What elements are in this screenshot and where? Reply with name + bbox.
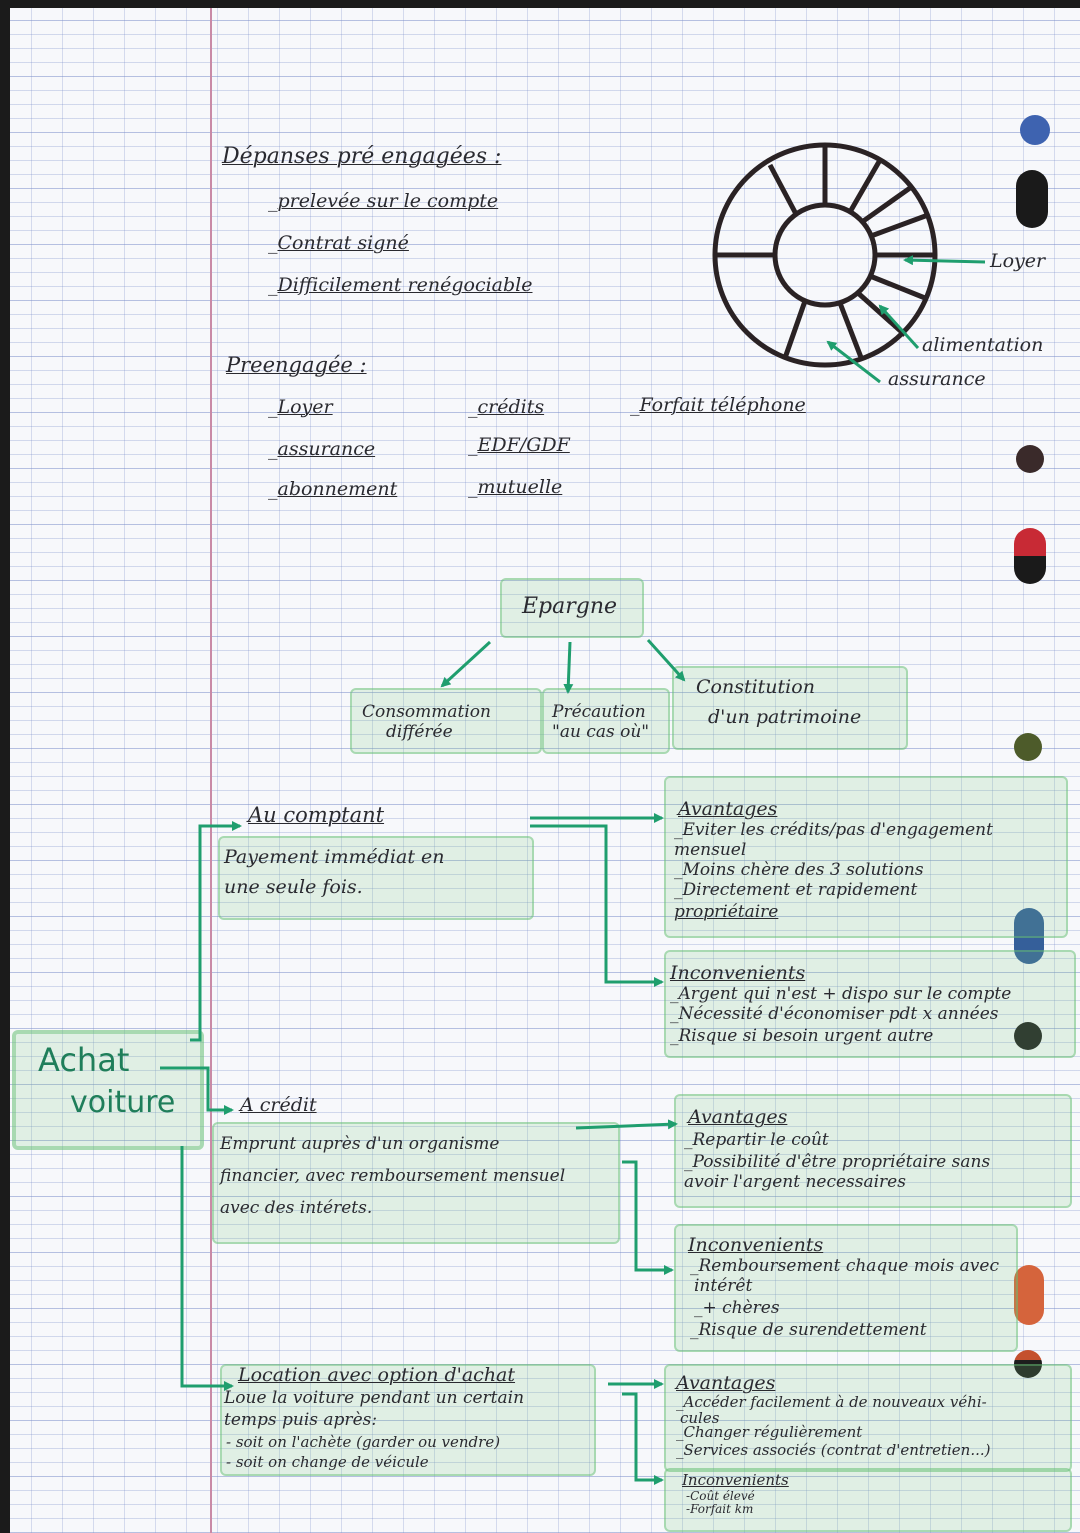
comptant-desc-1: Payement immédiat en (224, 846, 445, 868)
consommation-line2: différée (386, 722, 453, 742)
credit-av-1: _Repartir le coût (684, 1130, 829, 1150)
depenses-item-2: _Contrat signé (268, 232, 409, 254)
comptant-inc-1: _Argent qui n'est + dispo sur le compte (670, 984, 1012, 1004)
comptant-inc-3: _Risque si besoin urgent autre (670, 1026, 934, 1046)
location-av-3: _Changer régulièrement (676, 1423, 863, 1441)
comptant-desc-2: une seule fois. (224, 876, 363, 898)
comptant-av-3: _Moins chère des 3 solutions (674, 860, 924, 880)
comptant-av-4: _Directement et rapidement (674, 880, 918, 900)
location-av-4: _Services associés (contrat d'entretien.… (676, 1441, 991, 1459)
location-av-1: _Accéder facilement à de nouveaux véhi- (676, 1393, 987, 1411)
preengagee-mutuelle: _mutuelle (468, 476, 563, 498)
location-av-2: cules (680, 1409, 720, 1427)
comptant-inconvenients-box (664, 950, 1076, 1058)
binder-hole-blue (1020, 115, 1050, 145)
credit-desc-2: financier, avec remboursement mensuel (220, 1166, 566, 1186)
preengagee-credits: _crédits (468, 396, 545, 418)
comptant-av-2: mensuel (674, 840, 747, 860)
location-desc-1: Loue la voiture pendant un certain (224, 1388, 525, 1408)
wheel-label-loyer: Loyer (990, 250, 1046, 272)
credit-av-2: _Possibilité d'être propriétaire sans (684, 1152, 991, 1172)
location-inconvenients-box (664, 1468, 1072, 1532)
binder-tab-black (1016, 170, 1048, 228)
comptant-av-5: propriétaire (674, 902, 779, 922)
credit-av-3: avoir l'argent necessaires (684, 1172, 906, 1192)
location-desc-2: temps puis après: (224, 1410, 378, 1430)
preengagee-edf: _EDF/GDF (468, 434, 570, 456)
credit-inc-1: _Remboursement chaque mois avec (690, 1256, 999, 1276)
comptant-desc-box (218, 836, 534, 920)
achat-root-line2: voiture (70, 1085, 176, 1120)
location-desc-4: - soit on change de véicule (226, 1453, 429, 1471)
consommation-line1: Consommation (362, 702, 491, 722)
location-inc-1: -Coût élevé (686, 1489, 755, 1503)
location-desc-box (220, 1364, 596, 1476)
wheel-label-alimentation: alimentation (922, 334, 1044, 356)
constitution-line2: d'un patrimoine (708, 706, 862, 728)
location-avantages-box (664, 1364, 1072, 1472)
achat-voiture-box (12, 1030, 204, 1150)
achat-root-line1: Achat (38, 1041, 130, 1079)
epargne-box (500, 578, 644, 638)
precaution-box (542, 688, 670, 754)
location-title: Location avec option d'achat (238, 1364, 516, 1386)
precaution-line1: Précaution (552, 702, 646, 722)
binder-hole-olive (1014, 733, 1042, 761)
credit-desc-3: avec des intérets. (220, 1198, 373, 1218)
location-inconvenients-title: Inconvenients (682, 1471, 789, 1489)
preengagee-forfait: _Forfait téléphone (630, 394, 806, 416)
comptant-title: Au comptant (248, 803, 385, 827)
credit-inc-3: _+ chères (694, 1298, 780, 1318)
epargne-title: Epargne (522, 594, 618, 619)
credit-title: A crédit (240, 1094, 317, 1116)
comptant-avantages-box (664, 776, 1068, 938)
binder-tab-blue (1014, 908, 1044, 964)
preengagee-title: Preengagée : (226, 353, 367, 377)
credit-inconvenients-box (674, 1224, 1018, 1352)
credit-desc-box (212, 1122, 620, 1244)
comptant-av-1: _Eviter les crédits/pas d'engagement (674, 820, 993, 840)
preengagee-abonnement: _abonnement (268, 478, 398, 500)
consommation-box (350, 688, 542, 754)
credit-avantages-title: Avantages (688, 1106, 788, 1128)
credit-desc-1: Emprunt auprès d'un organisme (220, 1134, 500, 1154)
depenses-item-1: _prelevée sur le compte (268, 190, 499, 212)
credit-inconvenients-title: Inconvenients (688, 1234, 824, 1256)
budget-wheel (712, 142, 938, 368)
credit-inc-4: _Risque de surendettement (690, 1320, 927, 1340)
binder-hole-brown (1014, 1350, 1042, 1378)
comptant-avantages-title: Avantages (678, 798, 778, 820)
preengagee-assurance: _assurance (268, 438, 376, 460)
constitution-line1: Constitution (696, 676, 815, 698)
depenses-title: Dépanses pré engagées : (222, 144, 502, 169)
credit-avantages-box (674, 1094, 1072, 1208)
binder-hole-dark (1016, 445, 1044, 473)
binder-tab-red (1014, 528, 1046, 584)
depenses-item-3: _Difficilement renégociable (268, 274, 533, 296)
comptant-inconvenients-title: Inconvenients (670, 962, 806, 984)
location-avantages-title: Avantages (676, 1372, 776, 1394)
precaution-line2: "au cas où" (552, 722, 650, 742)
binder-tab-orange (1014, 1265, 1044, 1325)
credit-inc-2: intérêt (694, 1276, 753, 1296)
binder-hole-black (1014, 1022, 1042, 1050)
preengagee-loyer: _Loyer (268, 396, 333, 418)
comptant-inc-2: _Nécessité d'économiser pdt x années (670, 1004, 999, 1024)
location-inc-2: -Forfait km (686, 1502, 754, 1516)
location-desc-3: - soit on l'achète (garder ou vendre) (226, 1433, 501, 1451)
constitution-box (672, 666, 908, 750)
wheel-label-assurance: assurance (888, 368, 986, 390)
